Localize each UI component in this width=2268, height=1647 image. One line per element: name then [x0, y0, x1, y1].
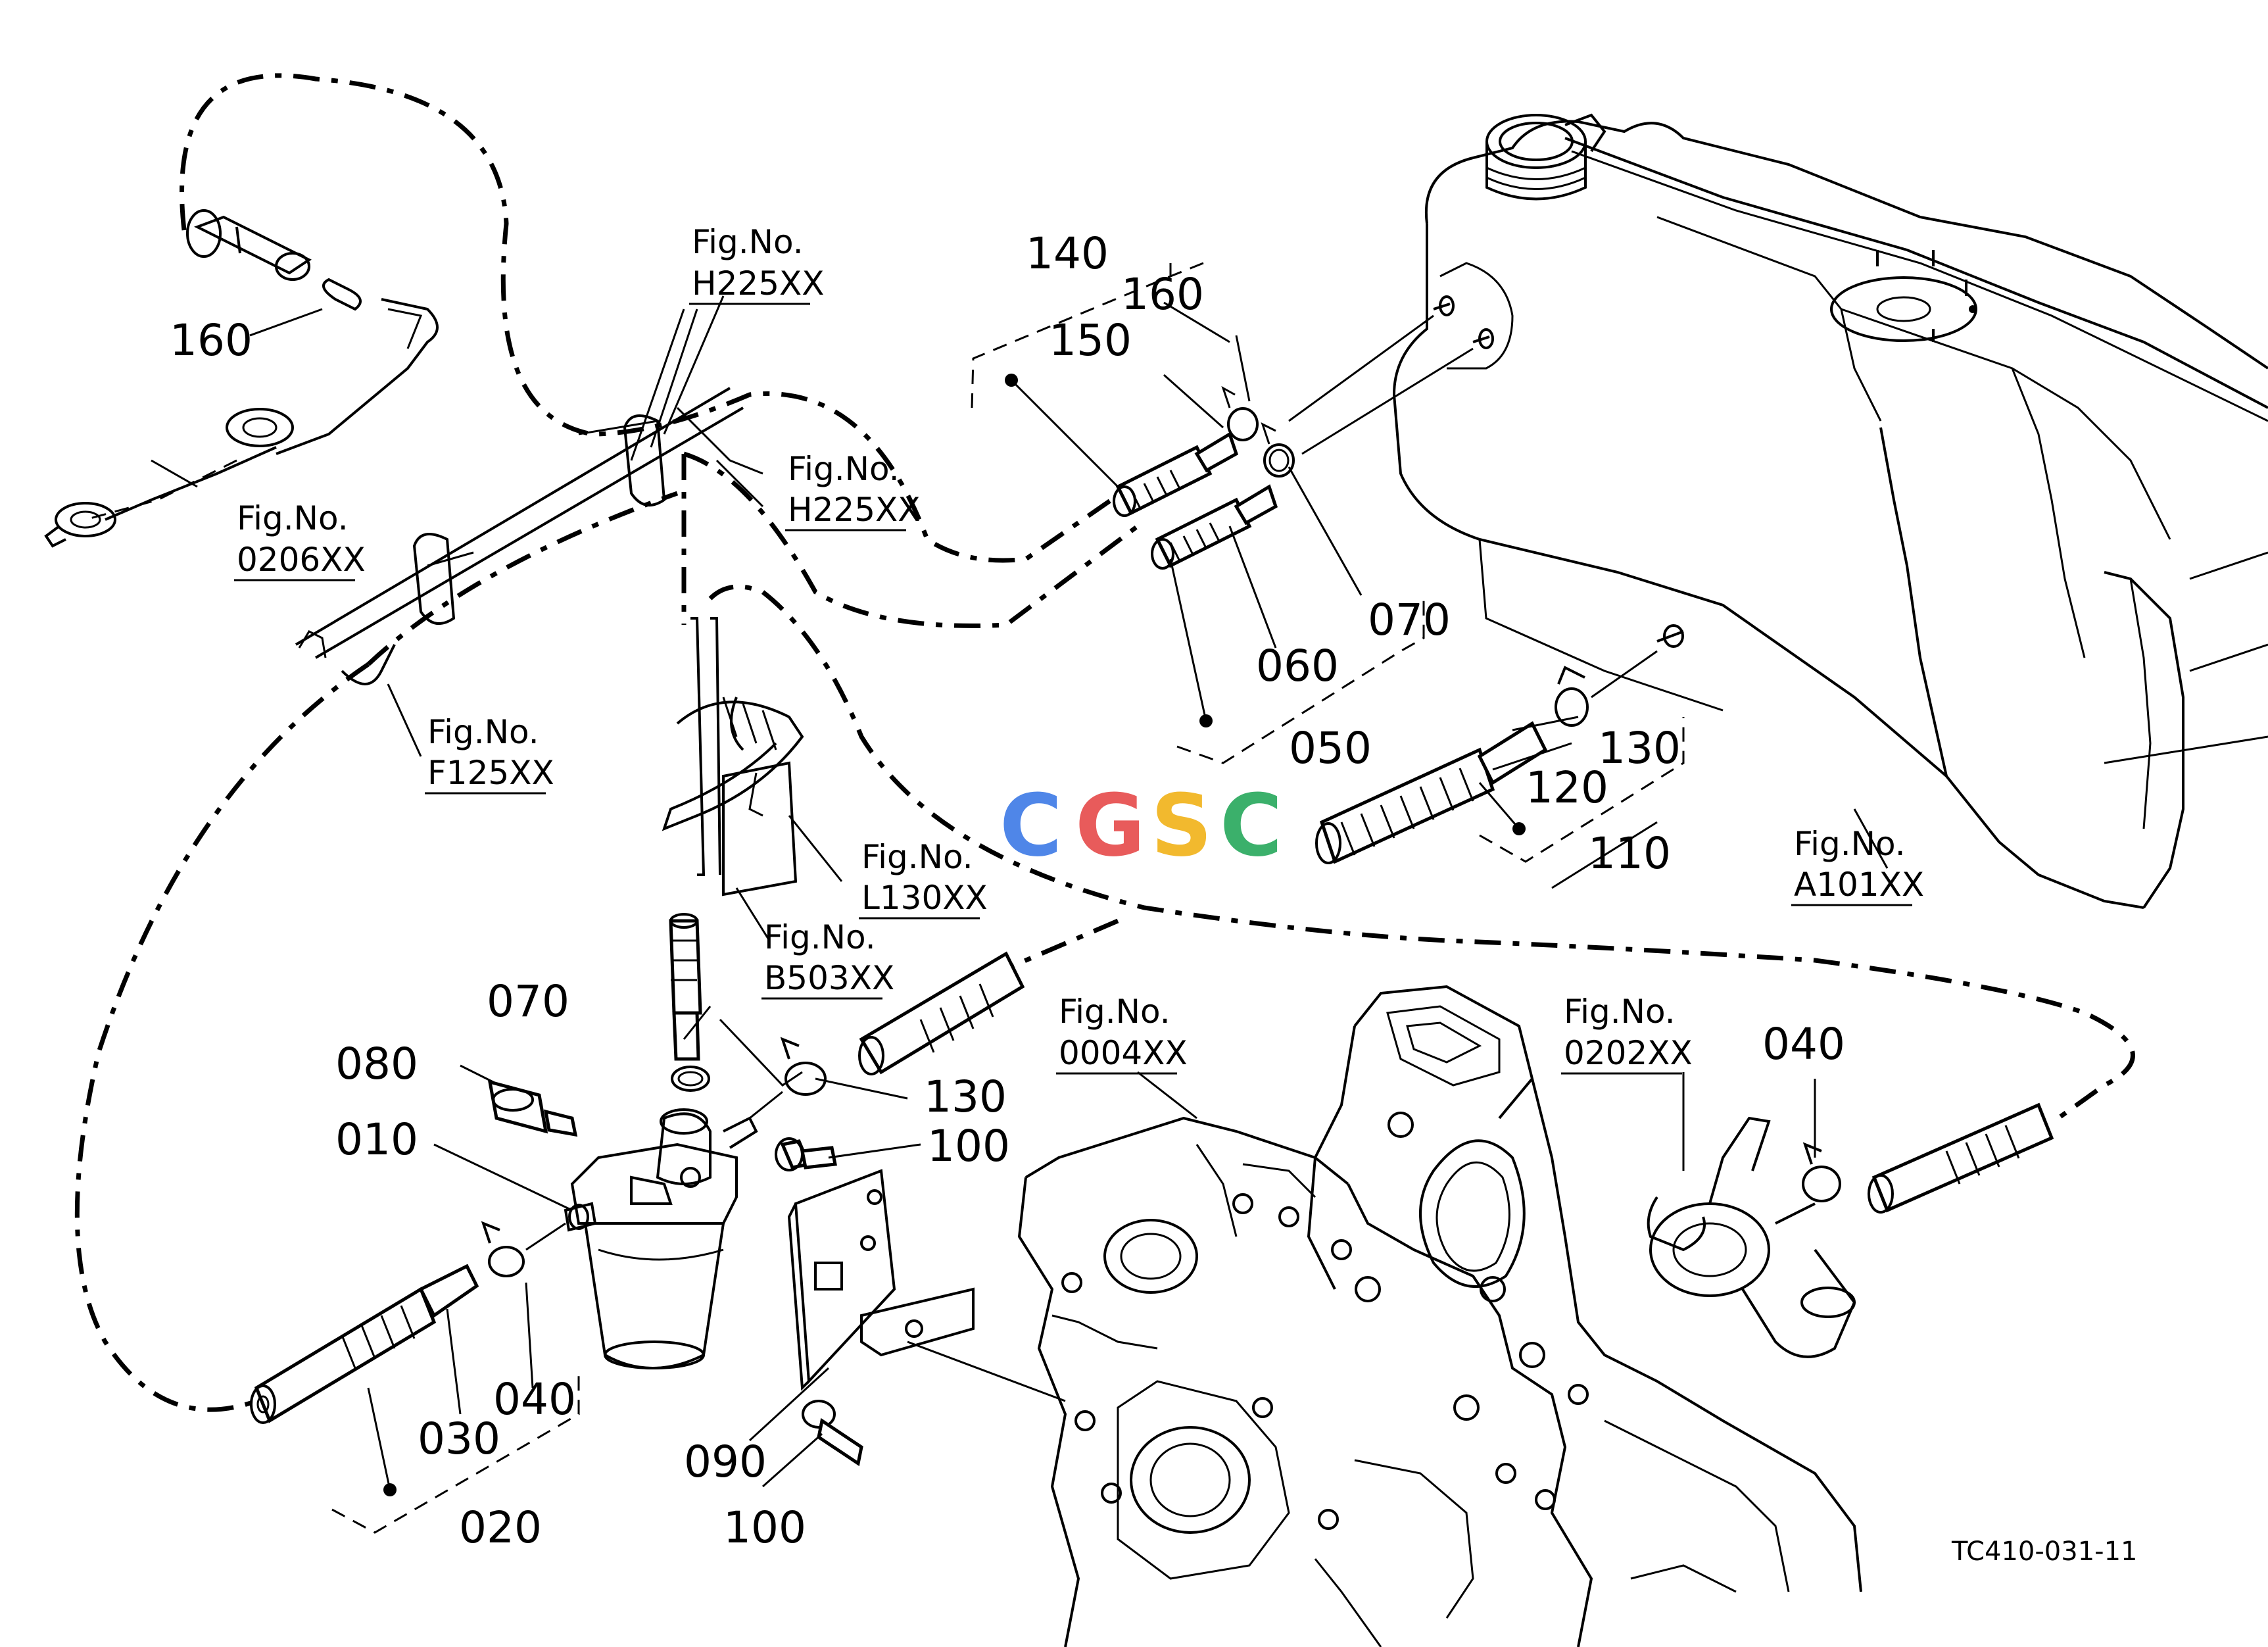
figref-label: Fig.No.	[764, 918, 876, 956]
label-040-left: 040	[493, 1374, 576, 1425]
figref-code: F125XX	[427, 754, 554, 792]
bracket-090	[775, 1137, 1066, 1467]
figref-label: Fig.No.	[788, 450, 900, 488]
hose-filter-outlet	[749, 951, 1025, 1119]
figure-references: Fig.No. H225XX Fig.No. H225XX Fig.No. 02…	[234, 223, 1924, 1075]
figref-0206: Fig.No. 0206XX	[234, 499, 366, 581]
label-100-upper: 100	[927, 1121, 1010, 1171]
figref-code: H225XX	[692, 264, 825, 303]
hose-strap	[662, 617, 804, 897]
figref-0202: Fig.No. 0202XX	[1561, 993, 1693, 1075]
label-050: 050	[1289, 723, 1372, 774]
label-130-mid: 130	[924, 1071, 1007, 1122]
figref-label: Fig.No.	[1564, 993, 1676, 1031]
fuel-tank	[1392, 113, 2268, 909]
assembly-brackets	[331, 262, 1685, 1534]
watermark-letter: C	[1220, 775, 1282, 875]
figref-code: 0206XX	[237, 541, 366, 579]
label-070-mid: 070	[487, 976, 569, 1027]
figref-l130: Fig.No. L130XX	[859, 838, 988, 920]
watermark: C G S C	[1000, 775, 1282, 875]
label-110: 110	[1588, 828, 1671, 879]
label-160-left: 160	[170, 315, 253, 366]
label-150: 150	[1049, 315, 1132, 366]
label-010: 010	[335, 1114, 418, 1165]
label-070-top: 070	[1368, 595, 1451, 645]
hose-020-030	[250, 1221, 566, 1424]
figref-0004: Fig.No. 0004XX	[1056, 993, 1188, 1075]
watermark-letter: S	[1151, 775, 1213, 875]
figref-label: Fig.No.	[427, 713, 539, 751]
hose-110-120	[1315, 650, 1658, 864]
figref-a101: Fig.No. A101XX	[1791, 825, 1924, 906]
figref-code: L130XX	[861, 879, 988, 917]
routing-lines	[74, 73, 2135, 1412]
figref-b503: Fig.No. B503XX	[761, 918, 894, 1000]
label-060: 060	[1256, 641, 1339, 691]
figref-code: 0202XX	[1564, 1034, 1693, 1072]
figref-code: H225XX	[788, 491, 921, 529]
fuel-pump-assembly	[1647, 1116, 1856, 1358]
return-pipe	[44, 209, 439, 548]
figref-label: Fig.No.	[861, 838, 973, 876]
figref-code: B503XX	[764, 959, 894, 997]
figref-h225-mid: Fig.No. H225XX	[785, 450, 921, 531]
label-020: 020	[459, 1502, 542, 1553]
label-100-lower: 100	[723, 1502, 806, 1553]
label-040-right: 040	[1762, 1019, 1845, 1069]
fuel-filter	[487, 1079, 758, 1369]
figref-label: Fig.No.	[692, 223, 804, 261]
label-090: 090	[684, 1437, 767, 1487]
figref-f125: Fig.No. F125XX	[425, 713, 554, 795]
label-120: 120	[1526, 762, 1608, 813]
part-labels: 160 140 160 150 070 060 050 130 120 110 …	[170, 228, 1845, 1553]
hose-bundle-left	[295, 387, 763, 685]
hose-pump-inlet	[1802, 1102, 2054, 1214]
hose-140-150	[1113, 314, 1474, 570]
figref-code: 0004XX	[1059, 1034, 1188, 1072]
engine-block	[1017, 985, 1862, 1647]
drawing-code: TC410-031-11	[1951, 1536, 2137, 1567]
figref-label: Fig.No.	[237, 499, 349, 537]
watermark-letter: C	[1000, 775, 1062, 875]
label-130-right: 130	[1598, 723, 1681, 774]
label-160-top: 160	[1121, 269, 1204, 320]
figref-label: Fig.No.	[1794, 825, 1906, 863]
figref-code: A101XX	[1794, 866, 1924, 904]
label-080: 080	[335, 1039, 418, 1089]
label-030: 030	[418, 1413, 500, 1464]
figref-h225-top: Fig.No. H225XX	[689, 223, 825, 305]
label-140: 140	[1026, 228, 1109, 279]
figref-label: Fig.No.	[1059, 993, 1170, 1031]
leader-lines	[151, 295, 1889, 1496]
watermark-letter: G	[1075, 775, 1146, 875]
vertical-hose-070	[669, 913, 710, 1092]
